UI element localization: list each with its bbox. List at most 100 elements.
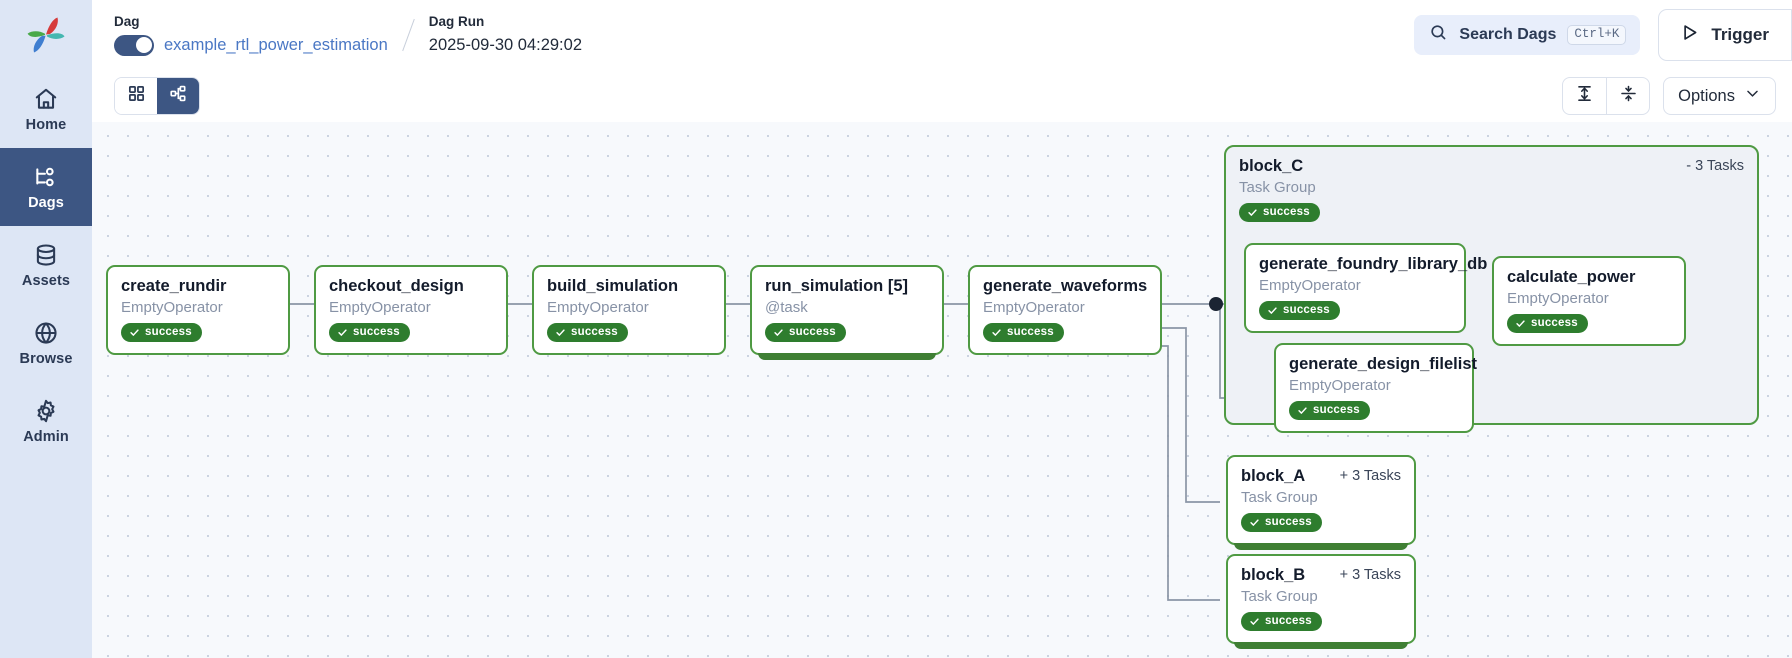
status-badge-label: success bbox=[1007, 326, 1054, 338]
align-vertical-button[interactable] bbox=[1563, 78, 1606, 114]
status-badge: success bbox=[1241, 513, 1322, 532]
task-node-generate_waveforms[interactable]: generate_waveforms EmptyOperator success bbox=[968, 265, 1162, 355]
status-badge: success bbox=[329, 323, 410, 342]
assets-icon bbox=[33, 242, 59, 268]
status-badge-label: success bbox=[1263, 206, 1310, 218]
status-badge: success bbox=[1259, 301, 1340, 320]
dag-run-field: Dag Run 2025-09-30 04:29:02 bbox=[429, 13, 582, 57]
status-badge-label: success bbox=[1265, 615, 1312, 627]
task-node-create_rundir[interactable]: create_rundir EmptyOperator success bbox=[106, 265, 290, 355]
align-horizontal-icon bbox=[1619, 84, 1638, 108]
options-dropdown[interactable]: Options bbox=[1663, 77, 1776, 115]
status-badge-label: success bbox=[1283, 304, 1330, 316]
align-horizontal-button[interactable] bbox=[1606, 78, 1649, 114]
task-node-operator: EmptyOperator bbox=[329, 299, 431, 316]
task-group-expand-toggle[interactable]: + 3 Tasks bbox=[1339, 468, 1401, 484]
edge-waveforms-to-blockA bbox=[1162, 327, 1220, 503]
play-icon bbox=[1679, 22, 1700, 48]
task-group-block_B[interactable]: + 3 Tasks block_B Task Group success bbox=[1226, 554, 1416, 649]
task-node-title: generate_foundry_library_db bbox=[1259, 255, 1488, 273]
sidebar-item-dags[interactable]: Dags bbox=[0, 148, 92, 226]
status-badge: success bbox=[1239, 203, 1320, 222]
header-actions: Search Dags Ctrl+K Trigger bbox=[1414, 0, 1792, 70]
status-badge-label: success bbox=[571, 326, 618, 338]
grid-view-button[interactable] bbox=[115, 78, 157, 114]
sidebar-item-label: Home bbox=[25, 116, 67, 133]
search-shortcut-badge: Ctrl+K bbox=[1567, 25, 1627, 45]
dag-name-link[interactable]: example_rtl_power_estimation bbox=[164, 36, 388, 54]
task-node-checkout_design[interactable]: checkout_design EmptyOperator success bbox=[314, 265, 508, 355]
status-badge-label: success bbox=[1313, 404, 1360, 416]
sidebar-item-label: Browse bbox=[19, 350, 73, 367]
task-group-subtitle: Task Group bbox=[1239, 179, 1316, 196]
home-icon bbox=[33, 86, 59, 112]
dag-run-field-label: Dag Run bbox=[428, 14, 485, 29]
mapped-task-stack-layer bbox=[758, 352, 936, 360]
task-group-block_C-header: block_C Task Group success bbox=[1239, 156, 1320, 223]
dags-icon bbox=[33, 164, 59, 190]
airflow-logo[interactable] bbox=[0, 0, 92, 70]
task-node-title: generate_design_filelist bbox=[1289, 355, 1477, 373]
sidebar-item-assets[interactable]: Assets bbox=[0, 226, 92, 304]
task-node-build_simulation[interactable]: build_simulation EmptyOperator success bbox=[532, 265, 726, 355]
task-node-operator: EmptyOperator bbox=[547, 299, 649, 316]
browse-icon bbox=[33, 320, 59, 346]
sidebar: Home Dags Assets bbox=[0, 0, 92, 658]
view-switcher bbox=[114, 77, 200, 115]
status-badge: success bbox=[121, 323, 202, 342]
status-badge: success bbox=[1289, 401, 1370, 420]
task-node-operator: EmptyOperator bbox=[983, 299, 1085, 316]
trigger-button[interactable]: Trigger bbox=[1658, 9, 1792, 61]
task-node-generate_design_filelist[interactable]: generate_design_filelist EmptyOperator s… bbox=[1274, 343, 1477, 433]
breadcrumb-separator bbox=[401, 18, 415, 52]
graph-toolbar: Options bbox=[92, 70, 1792, 122]
search-icon bbox=[1429, 23, 1448, 47]
task-node-operator: @task bbox=[765, 299, 808, 316]
task-group-title: block_C bbox=[1239, 157, 1304, 175]
main-column: Dag example_rtl_power_estimation Dag Run… bbox=[92, 0, 1792, 658]
status-badge: success bbox=[547, 323, 628, 342]
graph-toolbar-right: Options bbox=[1562, 77, 1776, 115]
sidebar-item-admin[interactable]: Admin bbox=[0, 382, 92, 460]
task-group-expand-toggle[interactable]: + 3 Tasks bbox=[1339, 567, 1401, 583]
task-node-operator: EmptyOperator bbox=[1289, 377, 1391, 394]
search-dags-button[interactable]: Search Dags Ctrl+K bbox=[1414, 15, 1641, 55]
page-header: Dag example_rtl_power_estimation Dag Run… bbox=[92, 0, 1792, 70]
task-group-title: block_A bbox=[1241, 467, 1306, 485]
dag-pause-toggle[interactable] bbox=[114, 34, 154, 56]
task-node-generate_foundry_library_db[interactable]: generate_foundry_library_db EmptyOperato… bbox=[1244, 243, 1488, 333]
task-group-block_A[interactable]: + 3 Tasks block_A Task Group success bbox=[1226, 455, 1416, 550]
status-badge-label: success bbox=[1265, 516, 1312, 528]
align-vertical-icon bbox=[1575, 84, 1594, 108]
grid-icon bbox=[127, 84, 146, 108]
dag-run-timestamp: 2025-09-30 04:29:02 bbox=[428, 36, 582, 54]
task-group-subtitle: Task Group bbox=[1241, 588, 1318, 605]
search-dags-label: Search Dags bbox=[1459, 26, 1557, 43]
dag-graph-canvas[interactable]: block_C Task Group success - 3 Tasks cre… bbox=[92, 122, 1792, 658]
status-badge: success bbox=[1241, 612, 1322, 631]
gear-icon bbox=[33, 398, 59, 424]
task-node-run_simulation[interactable]: run_simulation [5] @task success bbox=[750, 265, 944, 360]
status-badge-label: success bbox=[145, 326, 192, 338]
sidebar-item-browse[interactable]: Browse bbox=[0, 304, 92, 382]
task-node-title: generate_waveforms bbox=[983, 277, 1148, 295]
graph-view-button[interactable] bbox=[157, 78, 199, 114]
status-badge-label: success bbox=[789, 326, 836, 338]
status-badge-label: success bbox=[353, 326, 400, 338]
layout-direction-group bbox=[1562, 77, 1651, 115]
task-node-title: run_simulation [5] bbox=[765, 277, 909, 295]
task-node-calculate_power[interactable]: calculate_power EmptyOperator success bbox=[1492, 256, 1686, 346]
graph-icon bbox=[169, 84, 188, 108]
task-node-title: calculate_power bbox=[1507, 268, 1636, 286]
sidebar-item-home[interactable]: Home bbox=[0, 70, 92, 148]
dag-field-label: Dag bbox=[114, 14, 140, 29]
collapsed-group-stack-layer bbox=[1234, 641, 1408, 649]
collapsed-group-stack-layer bbox=[1234, 542, 1408, 550]
task-group-title: block_B bbox=[1241, 566, 1306, 584]
status-badge-label: success bbox=[1531, 317, 1578, 329]
options-label: Options bbox=[1678, 86, 1735, 105]
task-group-collapse-toggle[interactable]: - 3 Tasks bbox=[1686, 158, 1744, 174]
task-group-subtitle: Task Group bbox=[1241, 489, 1318, 506]
status-badge: success bbox=[765, 323, 846, 342]
